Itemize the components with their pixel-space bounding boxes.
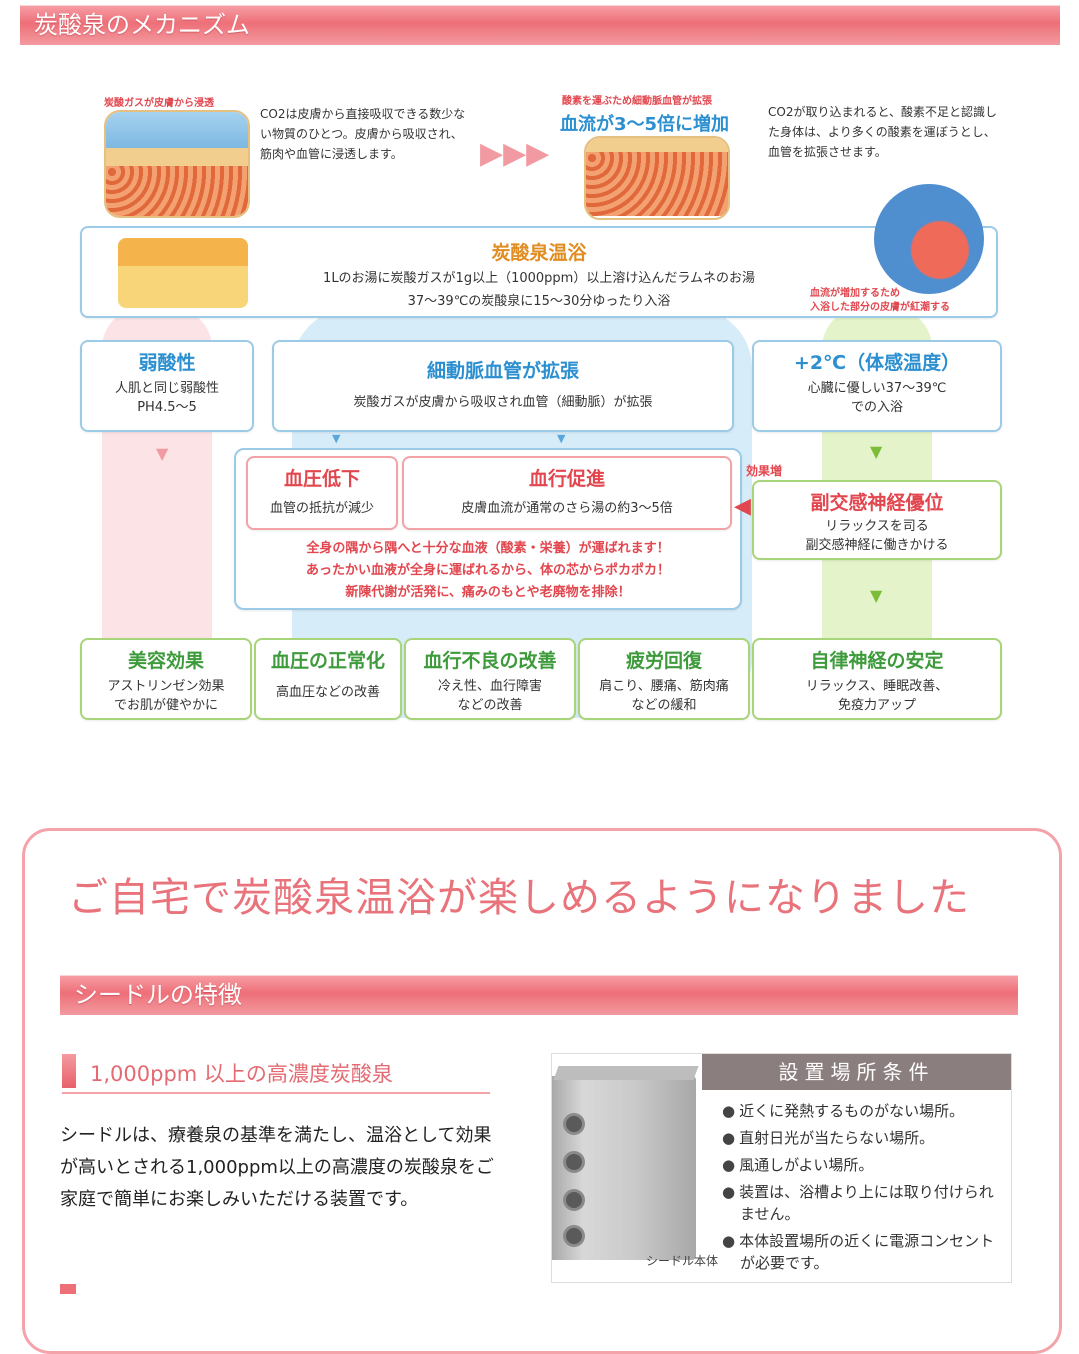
result-title: 美容効果	[127, 650, 204, 672]
result-desc1: 肩こり、腰痛、筋肉痛	[599, 679, 729, 694]
subheading-text: 1,000ppm 以上の高濃度炭酸泉	[90, 1062, 393, 1086]
weak-acid-title: 弱酸性	[138, 352, 196, 374]
mechanism-diagram: 炭酸ガスが皮膚から浸透 CO2は皮膚から直接吸収できる数少ない物質のひとつ。皮膚…	[62, 78, 1020, 728]
arm-caption-2: 入浴した部分の皮膚が紅潮する	[810, 302, 950, 313]
feature-description: シードルは、療養泉の基準を満たし、温浴として効果が高いとされる1,000ppm以…	[60, 1125, 494, 1210]
skin-illustration-right	[584, 136, 730, 220]
right-arrows-icon: ▶▶▶	[480, 136, 550, 171]
unit-knob	[566, 1154, 582, 1170]
down-arrow-icon: ▼	[870, 586, 883, 605]
caption-co2-penetrates: 炭酸ガスが皮膚から浸透	[104, 98, 214, 109]
temperature-title: +2℃（体感温度）	[793, 352, 961, 374]
caption-artery-expand: 酸素を運ぶため細動脈血管が拡張	[562, 96, 712, 107]
carbonated-bath-box: 炭酸泉温浴 1Lのお湯に炭酸ガスが1g以上（1000ppm）以上溶け込んだラムネ…	[80, 226, 998, 318]
parasympathetic-box: 副交感神経優位 リラックスを司る 副交感神経に働きかける	[752, 480, 1002, 560]
circulation-desc: 皮膚血流が通常のさら湯の約3〜5倍	[461, 501, 673, 516]
result-box: 自律神経の安定 リラックス、睡眠改善、 免疫力アップ	[752, 638, 1002, 720]
result-desc2: などの改善	[457, 698, 523, 713]
result-box: 血圧の正常化 高血圧などの改善	[254, 638, 402, 720]
temperature-box: +2℃（体感温度） 心臓に優しい37〜39℃ での入浴	[752, 340, 1002, 432]
artery-box: 細動脈血管が拡張 炭酸ガスが皮膚から吸収され血管（細動脈）が拡張	[272, 340, 734, 432]
conditions-list: 近くに発熱するものがない場所。 直射日光が当たらない場所。 風通しがよい場所。 …	[722, 1100, 1004, 1279]
product-unit-image	[552, 1066, 699, 1260]
blood-pressure-box: 血圧低下 血管の抵抗が減少	[246, 456, 398, 530]
parasympathetic-desc2: 副交感神経に働きかける	[805, 538, 949, 553]
conditions-title: 設置場所条件	[702, 1054, 1011, 1090]
installation-conditions: シードル本体 設置場所条件 近くに発熱するものがない場所。 直射日光が当たらない…	[551, 1053, 1012, 1283]
arm-illustration	[874, 184, 984, 294]
condition-item: 装置は、浴槽より上には取り付けられません。	[722, 1181, 1004, 1225]
condition-item: 直射日光が当たらない場所。	[722, 1127, 1004, 1149]
unit-knob	[566, 1116, 582, 1132]
down-arrow-icon: ▼	[557, 432, 566, 445]
weak-acid-desc1: 人肌と同じ弱酸性	[114, 381, 219, 396]
effect-up-label: 効果増	[746, 464, 783, 478]
blood-pressure-desc: 血管の抵抗が減少	[269, 501, 374, 516]
temperature-desc2: での入浴	[850, 400, 903, 415]
result-desc2: などの緩和	[631, 698, 697, 713]
result-desc1: 高血圧などの改善	[275, 685, 380, 700]
result-box: 疲労回復 肩こり、腰痛、筋肉痛 などの緩和	[578, 638, 750, 720]
weak-acid-desc2: PH4.5〜5	[137, 400, 197, 415]
next-subheading-marker	[60, 1284, 76, 1294]
arm-caption-1: 血流が増加するため	[810, 288, 900, 299]
red-effect-text: 全身の隅から隅へと十分な血液（酸素・栄養）が運ばれます！ あったかい血液が全身に…	[246, 538, 730, 604]
unit-label: シードル本体	[646, 1254, 719, 1268]
bath-line2: 37〜39℃の炭酸泉に15〜30分ゆったり入浴	[407, 294, 671, 309]
circulation-title: 血行促進	[528, 468, 605, 490]
headline: ご自宅で炭酸泉温浴が楽しめるようになりました	[68, 875, 970, 921]
subheading: 1,000ppm 以上の高濃度炭酸泉	[62, 1052, 490, 1094]
artery-title: 細動脈血管が拡張	[426, 360, 579, 382]
red-line-1: 全身の隅から隅へと十分な血液（酸素・栄養）が運ばれます！	[306, 541, 670, 556]
bath-title: 炭酸泉温浴	[491, 242, 587, 264]
section-header-mechanism: 炭酸泉のメカニズム	[20, 5, 1060, 45]
down-arrow-icon: ▼	[156, 444, 169, 463]
result-title: 疲労回復	[625, 650, 702, 672]
result-desc2: 免疫力アップ	[837, 698, 916, 713]
result-box: 美容効果 アストリンゼン効果 でお肌が健やかに	[80, 638, 252, 720]
result-desc2: でお肌が健やかに	[113, 698, 218, 713]
condition-item: 近くに発熱するものがない場所。	[722, 1100, 1004, 1122]
weak-acid-box: 弱酸性 人肌と同じ弱酸性 PH4.5〜5	[80, 340, 254, 432]
co2-absorption-text: CO2は皮膚から直接吸収できる数少ない物質のひとつ。皮膚から吸収され、筋肉や血管…	[260, 107, 466, 161]
result-title: 血圧の正常化	[270, 650, 385, 672]
blood-pressure-title: 血圧低下	[283, 468, 360, 490]
unit-knob	[566, 1228, 582, 1244]
result-title: 自律神経の安定	[810, 650, 944, 672]
result-box: 血行不良の改善 冷え性、血行障害 などの改善	[404, 638, 576, 720]
bath-people-icon	[118, 238, 248, 308]
subheading-marker	[62, 1054, 76, 1088]
condition-item: 本体設置場所の近くに電源コンセントが必要です。	[722, 1230, 1004, 1274]
result-desc1: アストリンゼン効果	[107, 679, 225, 694]
result-desc1: リラックス、睡眠改善、	[805, 679, 949, 694]
artery-desc: 炭酸ガスが皮膚から吸収され血管（細動脈）が拡張	[353, 395, 653, 410]
parasympathetic-title: 副交感神経優位	[810, 492, 944, 514]
red-line-2: あったかい血液が全身に運ばれるから、体の芯からポカポカ！	[305, 563, 670, 578]
result-title: 血行不良の改善	[423, 650, 557, 672]
result-desc1: 冷え性、血行障害	[437, 679, 542, 694]
unit-knob	[566, 1192, 582, 1208]
circulation-box: 血行促進 皮膚血流が通常のさら湯の約3〜5倍	[402, 456, 732, 530]
down-arrow-icon: ▼	[332, 432, 341, 445]
section-header-features: シードルの特徴	[60, 975, 1018, 1015]
condition-item: 風通しがよい場所。	[722, 1154, 1004, 1176]
left-arrow-icon: ◀	[734, 494, 751, 519]
parasympathetic-desc1: リラックスを司る	[825, 519, 929, 534]
bloodflow-highlight: 血流が3〜5倍に増加	[560, 114, 730, 135]
oxygen-text: CO2が取り込まれると、酸素不足と認識した身体は、より多くの酸素を運ぼうとし、血…	[768, 105, 997, 159]
red-line-3: 新陳代謝が活発に、痛みのもとや老廃物を排除！	[345, 585, 631, 600]
temperature-desc1: 心臓に優しい37〜39℃	[807, 381, 947, 396]
bath-line1: 1Lのお湯に炭酸ガスが1g以上（1000ppm）以上溶け込んだラムネのお湯	[323, 271, 755, 286]
skin-illustration-left	[104, 110, 250, 218]
down-arrow-icon: ▼	[870, 442, 883, 461]
